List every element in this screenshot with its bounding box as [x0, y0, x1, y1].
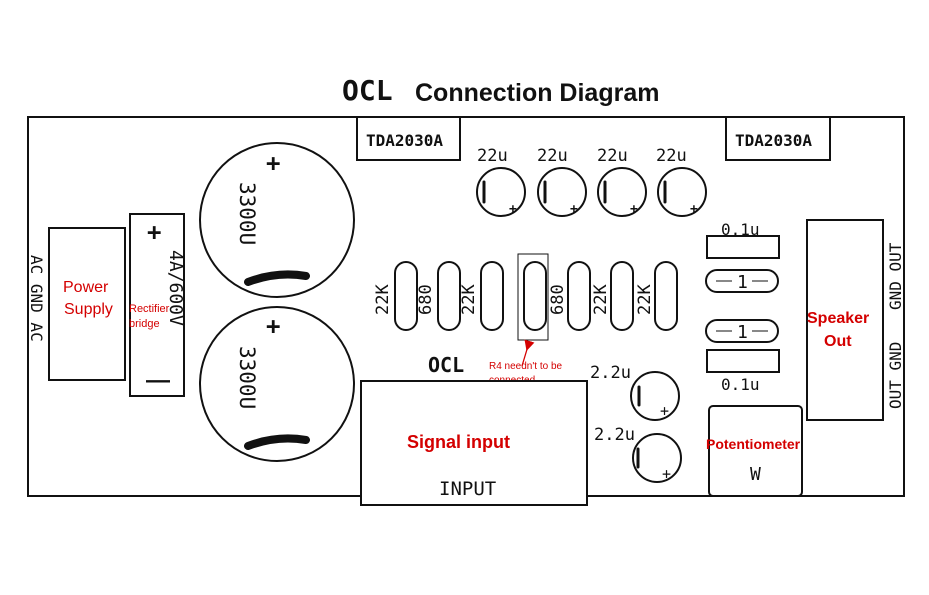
rectifier-rating: 4A/600V	[165, 250, 186, 326]
resistor-r1-label: 22K	[373, 284, 393, 315]
capacitor-3300u-bottom-label: 3300U	[235, 346, 259, 409]
capacitor-3300u-top-label: 3300U	[235, 182, 259, 245]
resistor-r2-label: 680	[416, 284, 436, 315]
resistor-1-ohm-bottom-label: 1	[737, 322, 748, 343]
resistor-r5-label: 680	[548, 284, 568, 315]
capacitor-22u-3-plus: +	[630, 202, 638, 217]
power-supply-label-1: Power	[63, 279, 109, 296]
signal-input-label: Signal input	[407, 432, 510, 452]
r4-note-1: R4 needn't to be	[489, 361, 563, 372]
capacitor-3300u-bottom-plus: +	[266, 312, 280, 340]
rectifier-plus: +	[147, 218, 161, 246]
resistor-r4	[517, 253, 549, 341]
capacitor-0-1u-top: 0.1u	[706, 220, 780, 259]
chip-right-label: TDA2030A	[735, 131, 812, 150]
speaker-pins-top: GND OUT	[886, 242, 905, 310]
resistor-r7-label: 22K	[635, 284, 655, 315]
capacitor-2-2u-a-label: 2.2u	[590, 363, 631, 383]
resistor-r3-label: 22K	[459, 284, 479, 315]
resistor-r7: 22K	[635, 261, 678, 331]
potentiometer: Potentiometer W	[706, 405, 803, 497]
capacitor-3300u-top: + 3300U	[199, 142, 355, 298]
rectifier-label-1: Rectifier	[129, 303, 170, 315]
title-ocl: OCL	[342, 74, 393, 107]
signal-input-pin: INPUT	[439, 478, 496, 500]
potentiometer-label: Potentiometer	[706, 436, 801, 452]
speaker-label-1: Speaker	[807, 310, 869, 327]
rectifier-label-2: bridge	[129, 318, 160, 330]
resistor-r1: 22K	[373, 261, 418, 331]
resistor-r6: 22K	[591, 261, 634, 331]
capacitor-22u-4: 22u +	[656, 146, 707, 217]
title-main: Connection Diagram	[415, 79, 659, 107]
power-supply-pins: AC GND AC	[27, 255, 46, 342]
capacitor-22u-1-label: 22u	[477, 146, 508, 166]
speaker-pins-bottom: OUT GND	[886, 342, 905, 409]
resistor-r6-label: 22K	[591, 284, 611, 315]
capacitor-22u-2-plus: +	[570, 202, 578, 217]
resistor-r5: 680	[548, 261, 591, 331]
rectifier-minus: —	[146, 367, 170, 394]
capacitor-3300u-bottom: + 3300U	[199, 306, 355, 462]
capacitor-3300u-top-plus: +	[266, 149, 280, 177]
capacitor-22u-2-label: 22u	[537, 146, 568, 166]
capacitor-22u-3-label: 22u	[597, 146, 628, 166]
capacitor-2-2u-b-label: 2.2u	[594, 425, 635, 445]
chip-left: TDA2030A	[356, 117, 461, 161]
r4-arrow	[521, 339, 535, 367]
capacitor-22u-4-label: 22u	[656, 146, 687, 166]
capacitor-22u-1: 22u +	[476, 146, 526, 217]
resistor-1-ohm-top-label: 1	[737, 272, 748, 293]
capacitor-22u-1-plus: +	[509, 202, 517, 217]
chip-right: TDA2030A	[725, 117, 831, 161]
capacitor-0-1u-bottom-label: 0.1u	[721, 375, 760, 394]
capacitor-2-2u-b: 2.2u +	[594, 425, 682, 483]
speaker-label-2: Out	[824, 333, 852, 350]
capacitor-22u-3: 22u +	[597, 146, 647, 217]
rectifier-bridge: + — 4A/600V Rectifier bridge	[129, 213, 186, 397]
capacitor-2-2u-a: 2.2u +	[590, 363, 680, 421]
resistor-r3: 22K	[459, 261, 504, 331]
board-ocl-label: OCL	[428, 353, 464, 377]
capacitor-22u-4-plus: +	[690, 202, 698, 217]
capacitor-22u-2: 22u +	[537, 146, 587, 217]
speaker-out: Speaker Out GND OUT OUT GND	[806, 219, 905, 421]
capacitor-0-1u-bottom: 0.1u	[706, 349, 780, 394]
resistor-r2: 680	[416, 261, 461, 331]
signal-input: Signal input INPUT	[360, 380, 588, 506]
potentiometer-pin: W	[750, 464, 761, 485]
power-supply-label-2: Supply	[64, 301, 113, 318]
capacitor-0-1u-top-label: 0.1u	[721, 220, 760, 239]
chip-left-label: TDA2030A	[366, 131, 443, 150]
capacitor-2-2u-a-plus: +	[660, 402, 669, 420]
resistor-1-ohm-top: 1	[705, 269, 779, 293]
capacitor-2-2u-b-plus: +	[662, 465, 671, 483]
power-supply: AC GND AC Power Supply	[27, 227, 126, 381]
resistor-1-ohm-bottom: 1	[705, 319, 779, 343]
